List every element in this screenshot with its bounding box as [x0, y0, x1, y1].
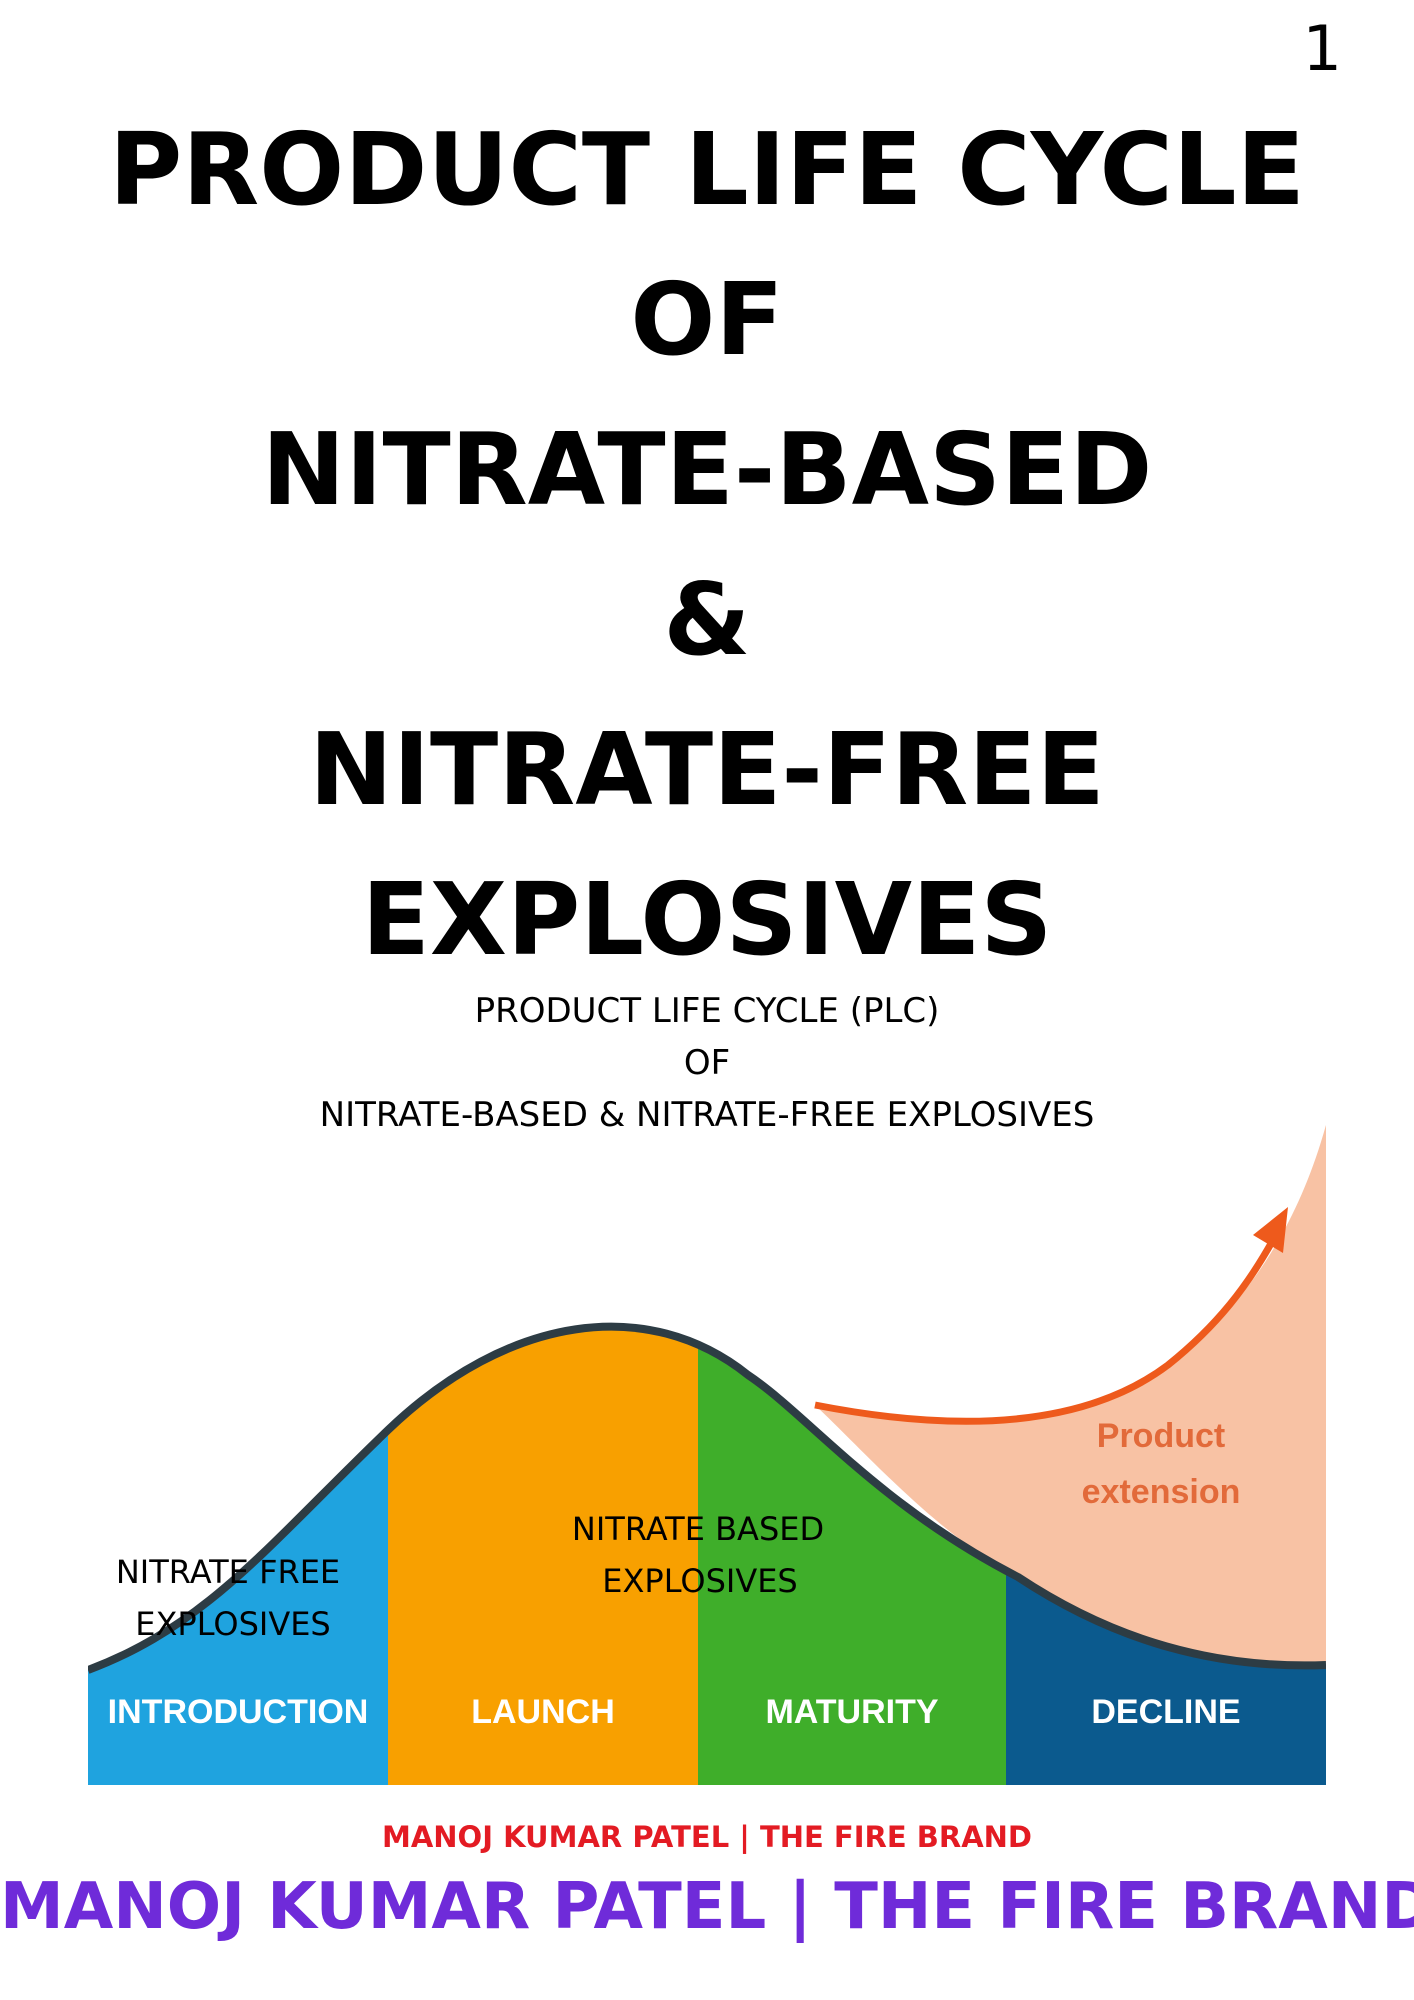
extension-label-line-2: extension	[1082, 1473, 1241, 1511]
title-line-5: NITRATE-FREE	[309, 711, 1105, 828]
title-line-3: NITRATE-BASED	[261, 411, 1153, 528]
figure-heading: PRODUCT LIFE CYCLE (PLC) OF NITRATE-BASE…	[88, 985, 1326, 1141]
stage-fill-introduction	[88, 1326, 388, 1785]
plc-diagram: Product extension INTRODUCTION LAUNCH MA…	[88, 1125, 1326, 1785]
title-line-4: &	[663, 561, 751, 678]
annotation-nitrate-based-line-2: EXPLOSIVES	[602, 1562, 797, 1600]
figure-heading-line-1: PRODUCT LIFE CYCLE (PLC)	[474, 991, 940, 1031]
figure-heading-line-2: OF	[683, 1043, 731, 1083]
title-line-6: EXPLOSIVES	[361, 861, 1053, 978]
title-line-1: PRODUCT LIFE CYCLE	[109, 111, 1305, 228]
extension-label-line-1: Product	[1097, 1417, 1225, 1455]
annotation-nitrate-based-line-1: NITRATE BASED	[572, 1510, 824, 1548]
annotation-nitrate-free-line-1: NITRATE FREE	[116, 1553, 340, 1591]
figure-heading-line-3: NITRATE-BASED & NITRATE-FREE EXPLOSIVES	[319, 1095, 1095, 1135]
stage-label-maturity: MATURITY	[765, 1693, 938, 1731]
stage-label-launch: LAUNCH	[471, 1693, 615, 1731]
stage-fill-launch	[388, 1326, 698, 1785]
extension-area	[815, 1125, 1326, 1666]
title-line-2: OF	[630, 261, 784, 378]
author-credit: MANOJ KUMAR PATEL | THE FIRE BRAND	[0, 1870, 1414, 1944]
figure-credit: MANOJ KUMAR PATEL | THE FIRE BRAND	[381, 1820, 1032, 1854]
stage-label-introduction: INTRODUCTION	[108, 1693, 369, 1731]
extension-arrowhead	[1253, 1207, 1288, 1253]
document-title: PRODUCT LIFE CYCLE OF NITRATE-BASED & NI…	[0, 95, 1414, 995]
life-cycle-curve	[88, 1322, 1326, 1674]
annotation-nitrate-free-line-2: EXPLOSIVES	[135, 1605, 330, 1643]
page-number: 1	[1302, 12, 1342, 85]
extension-arrow	[814, 1238, 1277, 1425]
stage-label-decline: DECLINE	[1091, 1693, 1240, 1731]
plc-figure: PRODUCT LIFE CYCLE (PLC) OF NITRATE-BASE…	[88, 985, 1326, 1785]
